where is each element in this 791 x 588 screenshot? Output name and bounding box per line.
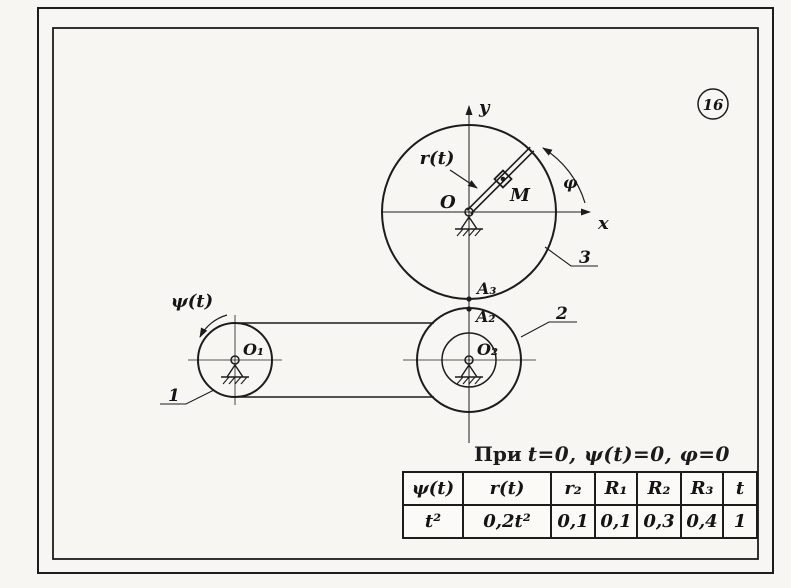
- val-R3: 0,4: [680, 504, 724, 539]
- inner-frame: [52, 27, 759, 560]
- variant-badge-circle: [697, 88, 729, 120]
- radius-leader-arrow: [449, 169, 478, 189]
- caption-prefix: При: [474, 442, 522, 466]
- val-R2: 0,3: [636, 504, 682, 539]
- body1-label: 1: [168, 386, 180, 406]
- slider-point: [500, 176, 506, 182]
- psi-arc-arrow: [199, 314, 228, 338]
- center-o2-label: O₂: [477, 340, 498, 359]
- center-o1-label: O₁: [243, 340, 264, 359]
- y-axis-label: y: [478, 97, 491, 118]
- col-R3: R₃: [680, 471, 724, 506]
- val-r-t: 0,2t²: [462, 504, 552, 539]
- val-t: 1: [722, 504, 758, 539]
- val-R1: 0,1: [594, 504, 638, 539]
- wheel-1-centerlines: [188, 315, 282, 405]
- pin-o1: [230, 355, 240, 365]
- pin-o2: [464, 355, 474, 365]
- col-t: t: [722, 471, 758, 506]
- slider-block: [493, 169, 513, 189]
- table-values-row: t² 0,2t² 0,1 0,1 0,3 0,4 1: [402, 504, 758, 539]
- col-psi: ψ(t): [402, 471, 464, 506]
- col-R1: R₁: [594, 471, 638, 506]
- phi-label: φ: [563, 173, 578, 192]
- x-axis-label: x: [597, 213, 609, 234]
- psi-fn-label: ψ(t): [171, 291, 213, 312]
- parameters-table: ψ(t) r(t) r₂ R₁ R₂ R₃ t t² 0,2t² 0,1 0,1…: [402, 471, 758, 539]
- body3-label: 3: [579, 248, 591, 268]
- col-r-t: r(t): [462, 471, 552, 506]
- rod: [466, 146, 535, 215]
- col-r2: r₂: [550, 471, 596, 506]
- slider-label: M: [509, 185, 531, 206]
- leader-body2: [520, 321, 577, 338]
- pin-o: [464, 207, 474, 217]
- table-header-row: ψ(t) r(t) r₂ R₁ R₂ R₃ t: [402, 471, 758, 506]
- phi-arc-arrow: [542, 147, 586, 204]
- outer-frame: [37, 7, 774, 574]
- point-a3: [466, 296, 472, 302]
- variant-number: 16: [703, 96, 724, 114]
- origin-label: O: [440, 192, 456, 213]
- val-psi: t²: [402, 504, 464, 539]
- leader-body1: [160, 389, 215, 405]
- val-r2: 0,1: [550, 504, 596, 539]
- leader-body3: [544, 246, 598, 267]
- caption-formula: t=0, ψ(t)=0, φ=0: [527, 442, 730, 466]
- point-a3-label: A₃: [475, 279, 496, 298]
- radius-fn-label: r(t): [420, 148, 455, 169]
- body2-label: 2: [555, 304, 568, 324]
- col-R2: R₂: [636, 471, 682, 506]
